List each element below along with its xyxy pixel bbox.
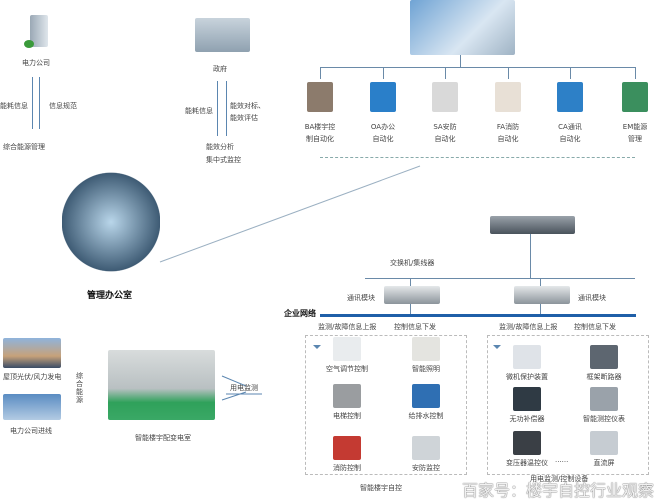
power-device-icon — [590, 431, 618, 455]
efficiency-analysis-label: 能效分析 — [206, 143, 234, 151]
assessment-label: 能效评估 — [230, 114, 258, 122]
power-title: 用电监测/控制设备 — [530, 475, 589, 483]
bas-device-icon — [412, 384, 440, 408]
tree-icon — [24, 40, 34, 48]
ba-system-icon — [307, 82, 333, 112]
oa-system-icon — [370, 82, 396, 112]
power-company-building-icon — [30, 15, 48, 47]
substation-label: 智能楼宇配变电室 — [135, 434, 191, 442]
bas-device-icon — [412, 337, 440, 361]
info-spec-label: 信息规范 — [49, 102, 77, 110]
power-item-label: 智能测控仪表 — [583, 415, 625, 423]
power-monitor-label: 用电监测 — [230, 384, 258, 392]
system-label: OA办公 — [370, 123, 396, 131]
power-company-label: 电力公司 — [22, 59, 50, 67]
system-label: 自动化 — [434, 135, 456, 143]
power-line-image — [3, 394, 61, 420]
solar-label: 屋顶光伏/风力发电 — [3, 373, 62, 381]
more-label: ...... — [555, 456, 569, 464]
bas-item-label: 安防监控 — [412, 464, 440, 472]
grid-label: 电力公司进线 — [10, 427, 52, 435]
bas-group — [305, 335, 467, 475]
integrated-energy-label: 综合能源管理 — [3, 143, 45, 151]
down-arrow — [226, 81, 227, 136]
up-arrow — [217, 81, 218, 136]
system-label: SA安防 — [433, 123, 457, 131]
comm-module-icon — [384, 286, 440, 304]
power-device-icon — [513, 387, 541, 411]
bas-item-label: 空气调节控制 — [326, 365, 368, 373]
download-label: 控制信息下发 — [394, 323, 436, 331]
down-arrow — [39, 77, 40, 129]
system-label: 自动化 — [372, 135, 394, 143]
switch-icon — [490, 216, 575, 234]
energy-info-label: 能耗信息 — [185, 107, 213, 115]
fa-system-icon — [495, 82, 521, 112]
bas-item-label: 给排水控制 — [408, 412, 444, 420]
ca-system-icon — [557, 82, 583, 112]
bas-device-icon — [412, 436, 440, 460]
enterprise-network-label: 企业网络 — [284, 309, 316, 318]
system-label: CA通讯 — [558, 123, 582, 131]
office-label: 管理办公室 — [87, 291, 133, 301]
upload-label: 监测/故障信息上报 — [318, 323, 377, 331]
sa-system-icon — [432, 82, 458, 112]
smart-building-icon — [410, 0, 515, 55]
system-label: EM能源 — [622, 123, 648, 131]
bas-title: 智能楼宇自控 — [360, 484, 402, 492]
power-device-icon — [513, 345, 541, 369]
system-label: 制自动化 — [306, 135, 334, 143]
power-device-icon — [590, 387, 618, 411]
government-label: 政府 — [213, 65, 227, 73]
bas-item-label: 消防控制 — [333, 464, 361, 472]
substation-room-image — [108, 350, 215, 420]
bas-item-label: 电梯控制 — [333, 412, 361, 420]
system-label: FA消防 — [496, 123, 520, 131]
system-label: 自动化 — [497, 135, 519, 143]
watermark: 百家号：楼宇自控行业观察 — [462, 481, 655, 499]
em-system-icon — [622, 82, 648, 112]
power-item-label: 变压器温控仪 — [506, 459, 548, 467]
power-device-icon — [513, 431, 541, 455]
system-label: BA楼宇控 — [304, 123, 336, 131]
benchmark-label: 能效对标、 — [230, 102, 265, 110]
solar-wind-image — [3, 338, 61, 368]
power-item-label: 微机保护装置 — [506, 373, 548, 381]
power-item-label: 直流屏 — [593, 459, 615, 467]
comm-module-icon — [514, 286, 570, 304]
central-monitor-label: 集中式监控 — [206, 156, 241, 164]
switch-label: 交换机/集线器 — [390, 259, 435, 267]
power-item-label: 框架断路器 — [586, 373, 622, 381]
bas-device-icon — [333, 384, 361, 408]
power-item-label: 无功补偿器 — [509, 415, 545, 423]
government-building-icon — [195, 18, 250, 52]
management-computers-icon — [62, 172, 160, 272]
bas-item-label: 智能照明 — [412, 365, 440, 373]
upload-label: 监测/故障信息上报 — [499, 323, 558, 331]
combined-energy-label: 综合能源 — [76, 372, 83, 404]
comm-module-label: 通讯模块 — [578, 294, 606, 302]
system-label: 自动化 — [559, 135, 581, 143]
download-label: 控制信息下发 — [574, 323, 616, 331]
power-group — [487, 335, 649, 475]
power-device-icon — [590, 345, 618, 369]
bas-device-icon — [333, 337, 361, 361]
up-arrow — [32, 77, 33, 129]
bas-device-icon — [333, 436, 361, 460]
energy-info-label: 能耗信息 — [0, 102, 28, 110]
system-label: 管理 — [628, 135, 642, 143]
comm-module-label: 通讯模块 — [347, 294, 375, 302]
